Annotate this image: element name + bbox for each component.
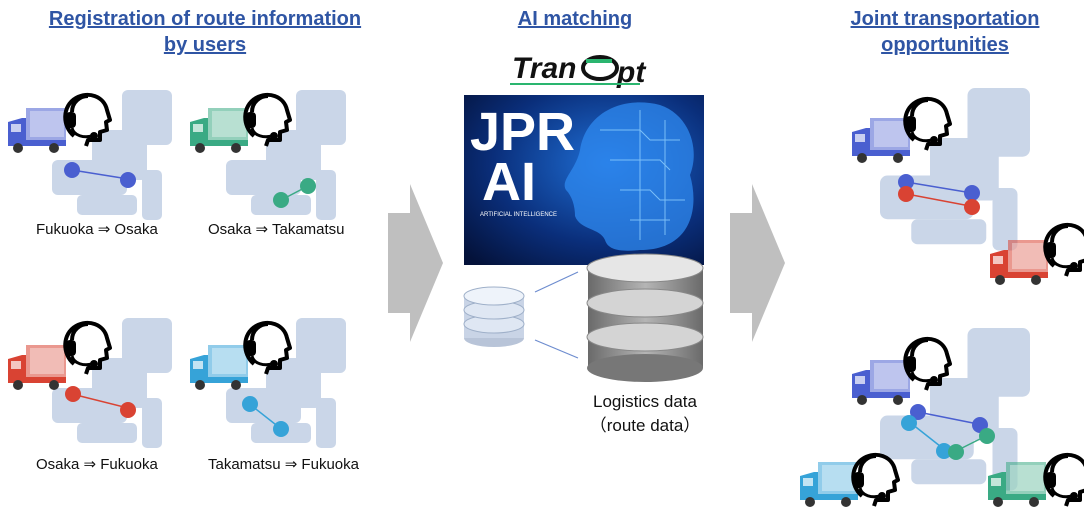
truck-icon: [8, 345, 66, 390]
joint-heading-line1: Joint transportation: [850, 8, 1040, 30]
joint-heading: Joint transportation opportunities: [820, 6, 1070, 58]
origin-dot: [898, 174, 914, 190]
route-card-3: [8, 318, 172, 448]
destination-dot: [964, 185, 980, 201]
route-card-4: [190, 318, 346, 448]
joint-card-2: [800, 328, 1084, 508]
origin-dot: [979, 428, 995, 444]
route-arrow: [911, 194, 971, 207]
truck-icon: [852, 360, 910, 405]
route-caption-4: Takamatsu ⇒ Fukuoka: [208, 456, 359, 473]
origin-dot: [936, 443, 952, 459]
ai-matching-heading-text: AI matching: [517, 8, 633, 30]
logo-o-ring: [581, 55, 619, 81]
ai-head-silhouette: [564, 102, 694, 251]
route-caption-3: Osaka ⇒ Fukuoka: [36, 456, 158, 473]
tranopt-logo: Tran pt: [510, 52, 647, 89]
small-database-icon: [463, 286, 525, 347]
route-arrow: [905, 181, 967, 193]
route-arrow: [71, 169, 123, 179]
ai-image-text-ai: AI: [482, 152, 536, 212]
destination-dot: [120, 172, 136, 188]
origin-dot: [120, 402, 136, 418]
origin-dot: [964, 199, 980, 215]
route-arrow: [917, 411, 979, 425]
connector-line-top: [534, 271, 579, 293]
destination-dot: [898, 186, 914, 202]
logistics-caption: Logistics data （route data）: [560, 390, 730, 438]
destination-dot: [65, 386, 81, 402]
truck-icon: [852, 118, 910, 163]
route-arrow: [79, 395, 129, 409]
headset-person-icon: [1043, 452, 1084, 508]
truck-icon: [8, 108, 66, 153]
logo-text-part1: Tran: [512, 52, 576, 85]
joint-card-1: [852, 88, 1084, 285]
ai-image-text-jpr: JPR: [470, 102, 575, 162]
route-card-1: [8, 90, 172, 220]
logistics-caption-line1: Logistics data: [593, 392, 697, 411]
registration-heading: Registration of route information by use…: [0, 6, 410, 58]
truck-icon: [190, 108, 248, 153]
route-caption-2: Osaka ⇒ Takamatsu: [208, 221, 345, 238]
headset-person-icon: [1043, 222, 1084, 278]
flow-arrow-2: [730, 184, 785, 342]
destination-dot: [273, 192, 289, 208]
origin-dot: [300, 178, 316, 194]
ai-brain-image: JPR AI ARTIFICIAL INTELLIGENCE: [464, 95, 704, 265]
ai-matching-heading: AI matching: [480, 6, 670, 32]
flow-arrow-1: [388, 184, 443, 342]
japan-map-icon: [880, 88, 1030, 251]
connector-line-bottom: [534, 339, 579, 359]
destination-dot: [901, 415, 917, 431]
origin-dot: [273, 421, 289, 437]
large-database-icon: [586, 253, 704, 382]
origin-dot: [910, 404, 926, 420]
destination-dot: [242, 396, 258, 412]
ai-image-subtext: ARTIFICIAL INTELLIGENCE: [480, 212, 557, 218]
route-caption-1: Fukuoka ⇒ Osaka: [36, 221, 158, 238]
joint-heading-line2: opportunities: [881, 34, 1009, 56]
logistics-caption-line2: （route data）: [589, 416, 701, 435]
headset-person-icon: [851, 452, 900, 508]
destination-dot: [948, 444, 964, 460]
truck-icon: [800, 462, 858, 507]
circuit-lines: [600, 110, 685, 240]
route-card-2: [190, 90, 346, 220]
registration-heading-line1: Registration of route information: [48, 8, 362, 30]
origin-dot: [64, 162, 80, 178]
truck-icon: [190, 345, 248, 390]
registration-heading-line2: by users: [163, 34, 247, 56]
